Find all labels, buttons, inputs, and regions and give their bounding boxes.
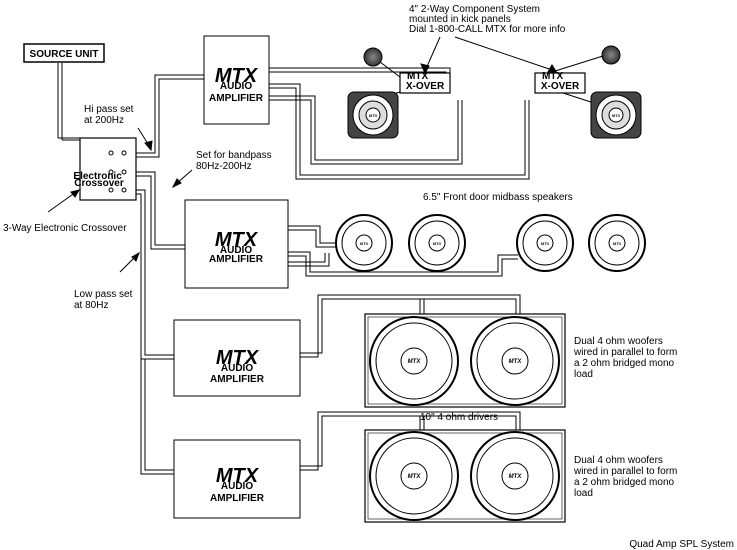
amp-logo: MTX (215, 229, 259, 251)
woofer-note-2-line3: a 2 ohm bridged mono (574, 477, 675, 488)
svg-text:MTX: MTX (509, 474, 523, 480)
tweeter-icon (363, 47, 383, 67)
amplifier-4: MTX AUDIO AMPLIFIER (173, 439, 301, 519)
amp-logo-sub: AUDIO (220, 81, 252, 92)
xover-label: X-OVER (541, 81, 580, 92)
woofer-note-2-line4: load (574, 488, 593, 499)
hi-pass-note-line1: Hi pass set (84, 104, 134, 115)
xover-box: MTX X-OVER (534, 71, 586, 94)
amp-logo: MTX (215, 65, 259, 87)
amp-logo: MTX (216, 347, 260, 369)
amp-logo-sub: AUDIO (220, 245, 252, 256)
woofer-box-2: MTX MTX (364, 429, 566, 523)
amplifier-3: MTX AUDIO AMPLIFIER (173, 319, 301, 397)
midbass-note: 6.5" Front door midbass speakers (423, 192, 573, 203)
midbass-speaker-icon: MTX (516, 214, 574, 272)
low-pass-note-line2: at 80Hz (74, 300, 108, 311)
bandpass-note-line2: 80Hz-200Hz (196, 161, 252, 172)
component-note-line3: Dial 1-800-CALL MTX for more info (409, 24, 566, 35)
crossover-label-line1: Electronic (73, 171, 122, 182)
svg-text:MTX: MTX (360, 241, 369, 246)
amp-logo: MTX (216, 465, 260, 487)
woofer-note-2-line1: Dual 4 ohm woofers (574, 455, 663, 466)
woofer-icon: MTX (369, 431, 459, 521)
crossover-caption: 3-Way Electronic Crossover (3, 223, 127, 234)
tweeter-icon (601, 45, 621, 65)
woofer-note-2-line2: wired in parallel to form (573, 466, 677, 477)
crossover-jacks (108, 150, 127, 193)
xover-logo: MTX (407, 71, 428, 82)
svg-text:MTX: MTX (509, 359, 523, 365)
midbass-speakers: MTX MTX MTX MTX (335, 214, 646, 272)
svg-text:MTX: MTX (433, 241, 442, 246)
source-unit-label: SOURCE UNIT (30, 49, 99, 60)
note-arrows (47, 127, 193, 273)
midbass-speaker-icon: MTX (408, 214, 466, 272)
component-system-left: MTX X-OVER MTX (347, 47, 451, 139)
amp-label: AMPLIFIER (209, 93, 264, 104)
amp-label: AMPLIFIER (210, 493, 265, 504)
component-note-line1: 4" 2-Way Component System (409, 4, 540, 15)
svg-text:MTX: MTX (541, 241, 550, 246)
amplifier-1: MTX AUDIO AMPLIFIER (203, 35, 270, 125)
woofer-box-1: MTX MTX (364, 313, 566, 408)
svg-text:MTX: MTX (613, 241, 622, 246)
woofer-icon: MTX (369, 316, 459, 406)
amp-logo-sub: AUDIO (221, 481, 253, 492)
amp-label: AMPLIFIER (209, 254, 264, 265)
woofer-note-1-line2: wired in parallel to form (573, 347, 677, 358)
svg-text:MTX: MTX (369, 113, 378, 118)
labels: Hi pass set at 200Hz Set for bandpass 80… (3, 4, 734, 550)
component-arrows (420, 36, 558, 75)
crossover-label-line2: Crossover (74, 178, 124, 189)
midbass-speaker-icon: MTX (335, 214, 393, 272)
midbass-speaker-icon: MTX (588, 214, 646, 272)
amp-logo-sub: AUDIO (221, 363, 253, 374)
hi-pass-note-line2: at 200Hz (84, 115, 124, 126)
kick-panel-woofer-icon: MTX (590, 91, 642, 139)
low-pass-note-line1: Low pass set (74, 289, 133, 300)
woofer-icon: MTX (470, 431, 560, 521)
svg-text:MTX: MTX (408, 474, 422, 480)
svg-text:MTX: MTX (612, 113, 621, 118)
xover-box: MTX X-OVER (399, 71, 451, 94)
bandpass-note-line1: Set for bandpass (196, 150, 272, 161)
woofer-note-1-line4: load (574, 369, 593, 380)
woofer-icon: MTX (470, 316, 560, 406)
woofer-note-1-line1: Dual 4 ohm woofers (574, 336, 663, 347)
electronic-crossover: Electronic Crossover (73, 137, 137, 201)
footer-caption: Quad Amp SPL System (629, 539, 734, 550)
xover-logo: MTX (542, 71, 563, 82)
wiring (57, 55, 604, 475)
drivers-note: 10" 4 ohm drivers (420, 412, 498, 423)
source-unit: SOURCE UNIT (23, 43, 105, 63)
amplifier-2: MTX AUDIO AMPLIFIER (184, 199, 289, 289)
svg-text:MTX: MTX (408, 359, 422, 365)
woofer-note-1-line3: a 2 ohm bridged mono (574, 358, 675, 369)
kick-panel-woofer-icon: MTX (347, 91, 399, 139)
xover-label: X-OVER (406, 81, 445, 92)
component-note-line2: mounted in kick panels (409, 14, 511, 25)
component-system-right: MTX X-OVER MTX (534, 45, 642, 139)
crossover-label-text: Electronic Crossover (73, 171, 124, 189)
amp-label: AMPLIFIER (210, 374, 265, 385)
